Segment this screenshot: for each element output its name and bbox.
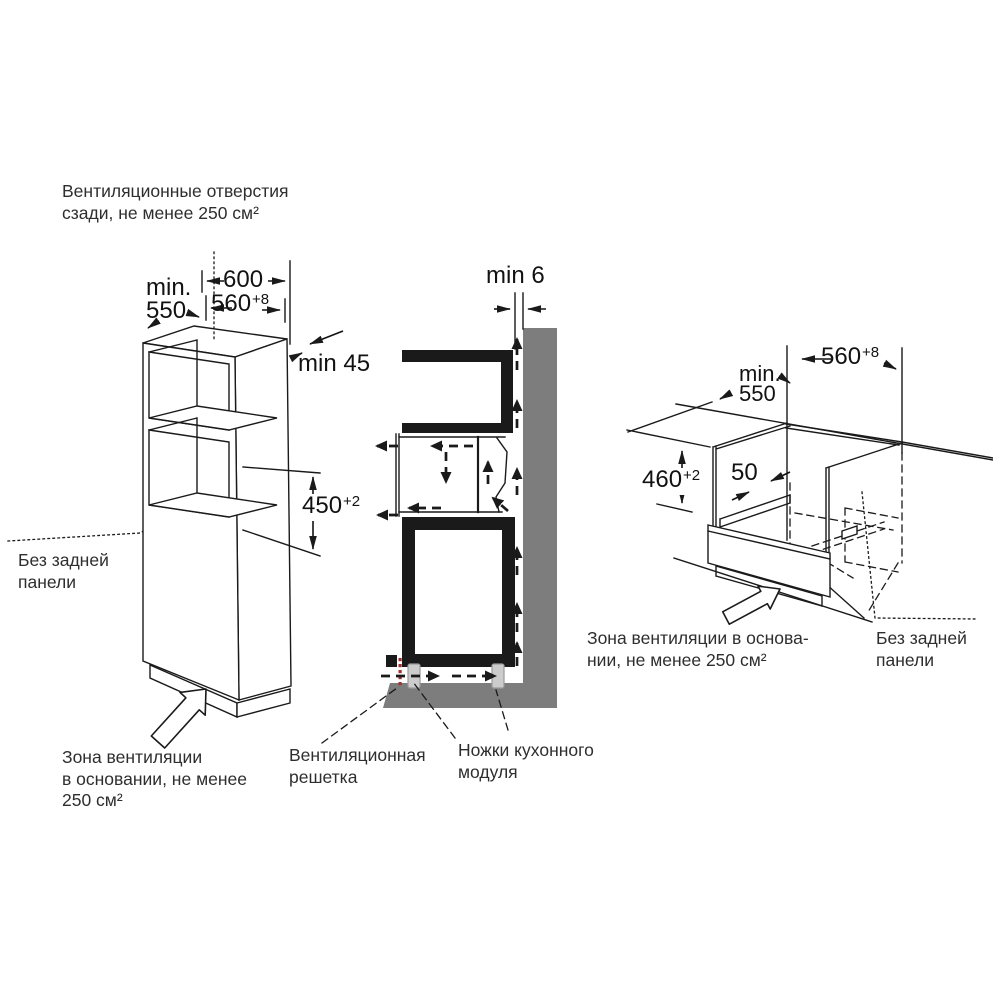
dim-460: 460+2 bbox=[640, 466, 703, 495]
note-module-feet: Ножки кухонного модуля bbox=[458, 740, 594, 782]
no-back-panel-leader-left bbox=[7, 496, 199, 542]
note-no-back-panel-right: Без задней панели bbox=[876, 628, 967, 670]
dim-min-6: min 6 bbox=[486, 262, 545, 289]
base-cabinet-section bbox=[402, 517, 515, 667]
dim-min-550-left: min. 550 bbox=[146, 274, 192, 324]
min6-dimension-lines bbox=[494, 292, 546, 350]
base-vent-arrow-right bbox=[721, 585, 781, 626]
dim-450: 450+2 bbox=[300, 492, 363, 521]
right-niche-drawing bbox=[626, 345, 993, 626]
dim-min-45: min 45 bbox=[298, 350, 371, 377]
note-vent-zone-right: Зона вентиляции в основа- нии, не менее … bbox=[587, 628, 809, 670]
left-cabinet-drawing bbox=[7, 251, 344, 749]
vent-grille-marks bbox=[398, 658, 402, 686]
floor bbox=[383, 683, 557, 708]
cross-section-drawing bbox=[321, 292, 557, 744]
note-vent-holes-back: Вентиляционные отверстия сзади, не менее… bbox=[62, 181, 289, 223]
dim-560-right: 560+8 bbox=[821, 343, 880, 370]
note-vent-grille: Вентиляционная решетка bbox=[289, 745, 426, 787]
upper-cabinet-section bbox=[402, 350, 513, 433]
dim-560-left: 560+8 bbox=[211, 290, 270, 317]
note-vent-zone-left: Зона вентиляции в основании, не менее 25… bbox=[62, 747, 247, 810]
right-niche-dimension-lines bbox=[626, 355, 897, 513]
dim-50: 50 bbox=[729, 459, 760, 486]
no-back-panel-leader-right bbox=[861, 491, 979, 620]
label-leaders bbox=[321, 681, 509, 744]
module-foot bbox=[491, 663, 505, 689]
dim-600: 600 bbox=[223, 266, 264, 293]
note-no-back-panel-left: Без задней панели bbox=[18, 550, 109, 592]
wall bbox=[523, 328, 557, 708]
dim-min-550-right: min. 550 bbox=[739, 361, 781, 406]
airflow-arrows bbox=[375, 337, 523, 682]
base-vent-arrow-left bbox=[150, 688, 207, 749]
